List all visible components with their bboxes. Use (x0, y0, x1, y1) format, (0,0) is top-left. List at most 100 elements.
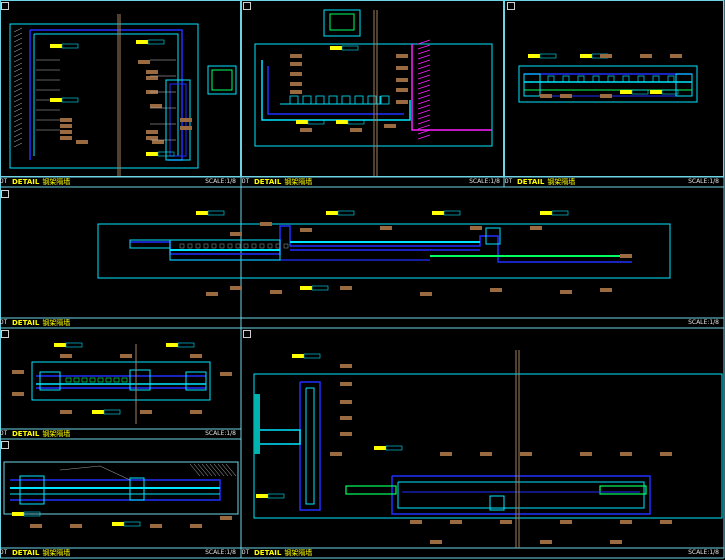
drawing-rect (652, 75, 660, 83)
hatch-line (417, 69, 431, 75)
drawing-polyline (59, 465, 131, 481)
dimension-tag (60, 354, 72, 358)
dimension-tag (146, 130, 158, 134)
dimension-tag (330, 452, 342, 456)
drawing-rect (267, 243, 273, 249)
drawing-rect (129, 239, 171, 249)
callout-tag-box (157, 151, 175, 157)
drawing-rect (489, 495, 505, 511)
drawing-rect (354, 95, 364, 105)
detail-label: DETAIL (12, 430, 40, 438)
hatch-line (417, 109, 431, 115)
hatch-line (225, 463, 237, 477)
callout-tag-box (303, 353, 321, 359)
hatch-line (189, 463, 201, 477)
drawing-rect (14, 30, 26, 150)
dimension-tag (190, 524, 202, 528)
detail-label: DETAIL (12, 549, 40, 557)
drawing-rect (562, 75, 570, 83)
drawing-rect (675, 73, 693, 97)
scale-label: SCALE:1/8 (205, 178, 236, 185)
drawing-polyline (299, 381, 321, 511)
drawing-rect (65, 377, 72, 383)
drawing-rect (289, 95, 299, 105)
dimension-tag (540, 94, 552, 98)
callout-tag (92, 410, 104, 414)
dimension-tag (384, 124, 396, 128)
hatch-line (417, 119, 431, 125)
dimension-tag (290, 72, 302, 76)
drawing-rect (89, 377, 96, 383)
drawing-rect (211, 243, 217, 249)
scale-label: SCALE:1/8 (205, 430, 236, 437)
detail-viewport (253, 373, 723, 519)
detail-viewport (3, 461, 239, 515)
dimension-tag (146, 136, 158, 140)
panel-frame (241, 0, 504, 177)
callout-tag-box (311, 285, 329, 291)
dimension-tag (152, 140, 164, 144)
dimension-tag (396, 88, 408, 92)
callout-tag-box (347, 119, 365, 125)
drawing-rect (179, 243, 185, 249)
callout-tag (650, 90, 662, 94)
hatch-line (417, 44, 431, 50)
dimension-tag (76, 140, 88, 144)
hatch-line (13, 37, 23, 43)
drawing-rect (195, 243, 201, 249)
drawing-rect (547, 75, 555, 83)
dimension-tag (620, 452, 632, 456)
callout-tag-box (661, 89, 679, 95)
callout-tag-box (267, 493, 285, 499)
dimension-tag (640, 54, 652, 58)
drawing-rect (169, 239, 281, 261)
drawing-rect (302, 95, 312, 105)
dimension-tag (600, 288, 612, 292)
drawing-rect (19, 475, 45, 505)
drawing-rect (187, 243, 193, 249)
hatch-line (13, 82, 23, 88)
hatch-line (13, 107, 23, 113)
hatch-line (13, 42, 23, 48)
dimension-tag (560, 94, 572, 98)
scale-label: SCALE:1/8 (688, 549, 719, 556)
dimension-tag (420, 292, 432, 296)
hatch-line (13, 127, 23, 133)
hatch-line (209, 463, 221, 477)
drawing-rect (328, 95, 338, 105)
callout-tag (136, 40, 148, 44)
drawing-rect (121, 377, 128, 383)
drawing-rect (243, 243, 249, 249)
callout-tag-box (65, 342, 83, 348)
callout-tag (256, 494, 268, 498)
hatch-line (13, 27, 23, 33)
drawing-rect (329, 13, 355, 31)
drawing-rect (39, 371, 61, 391)
dimension-tag (560, 520, 572, 524)
hatch-line (417, 89, 431, 95)
callout-tag-box (177, 342, 195, 348)
hatch-line (13, 47, 23, 53)
dimension-tag (138, 60, 150, 64)
callout-tag-box (341, 45, 359, 51)
hatch-line (417, 114, 431, 120)
dimension-tag (12, 392, 24, 396)
hatch-line (205, 463, 217, 477)
dimension-tag (530, 226, 542, 230)
drawing-rect (637, 75, 645, 83)
dimension-tag (230, 286, 242, 290)
callout-tag (12, 512, 24, 516)
hatch-line (13, 52, 23, 58)
scale-label: SCALE:1/8 (469, 178, 500, 185)
dimension-tag (300, 228, 312, 232)
drawing-rect (599, 485, 647, 495)
drawing-polyline (280, 96, 381, 105)
hatch-line (417, 74, 431, 80)
dimension-tag (340, 432, 352, 436)
dimension-tag (580, 452, 592, 456)
hatch-line (417, 99, 431, 105)
dimension-tag (660, 520, 672, 524)
drawing-rect (345, 485, 397, 495)
dimension-tag (470, 226, 482, 230)
